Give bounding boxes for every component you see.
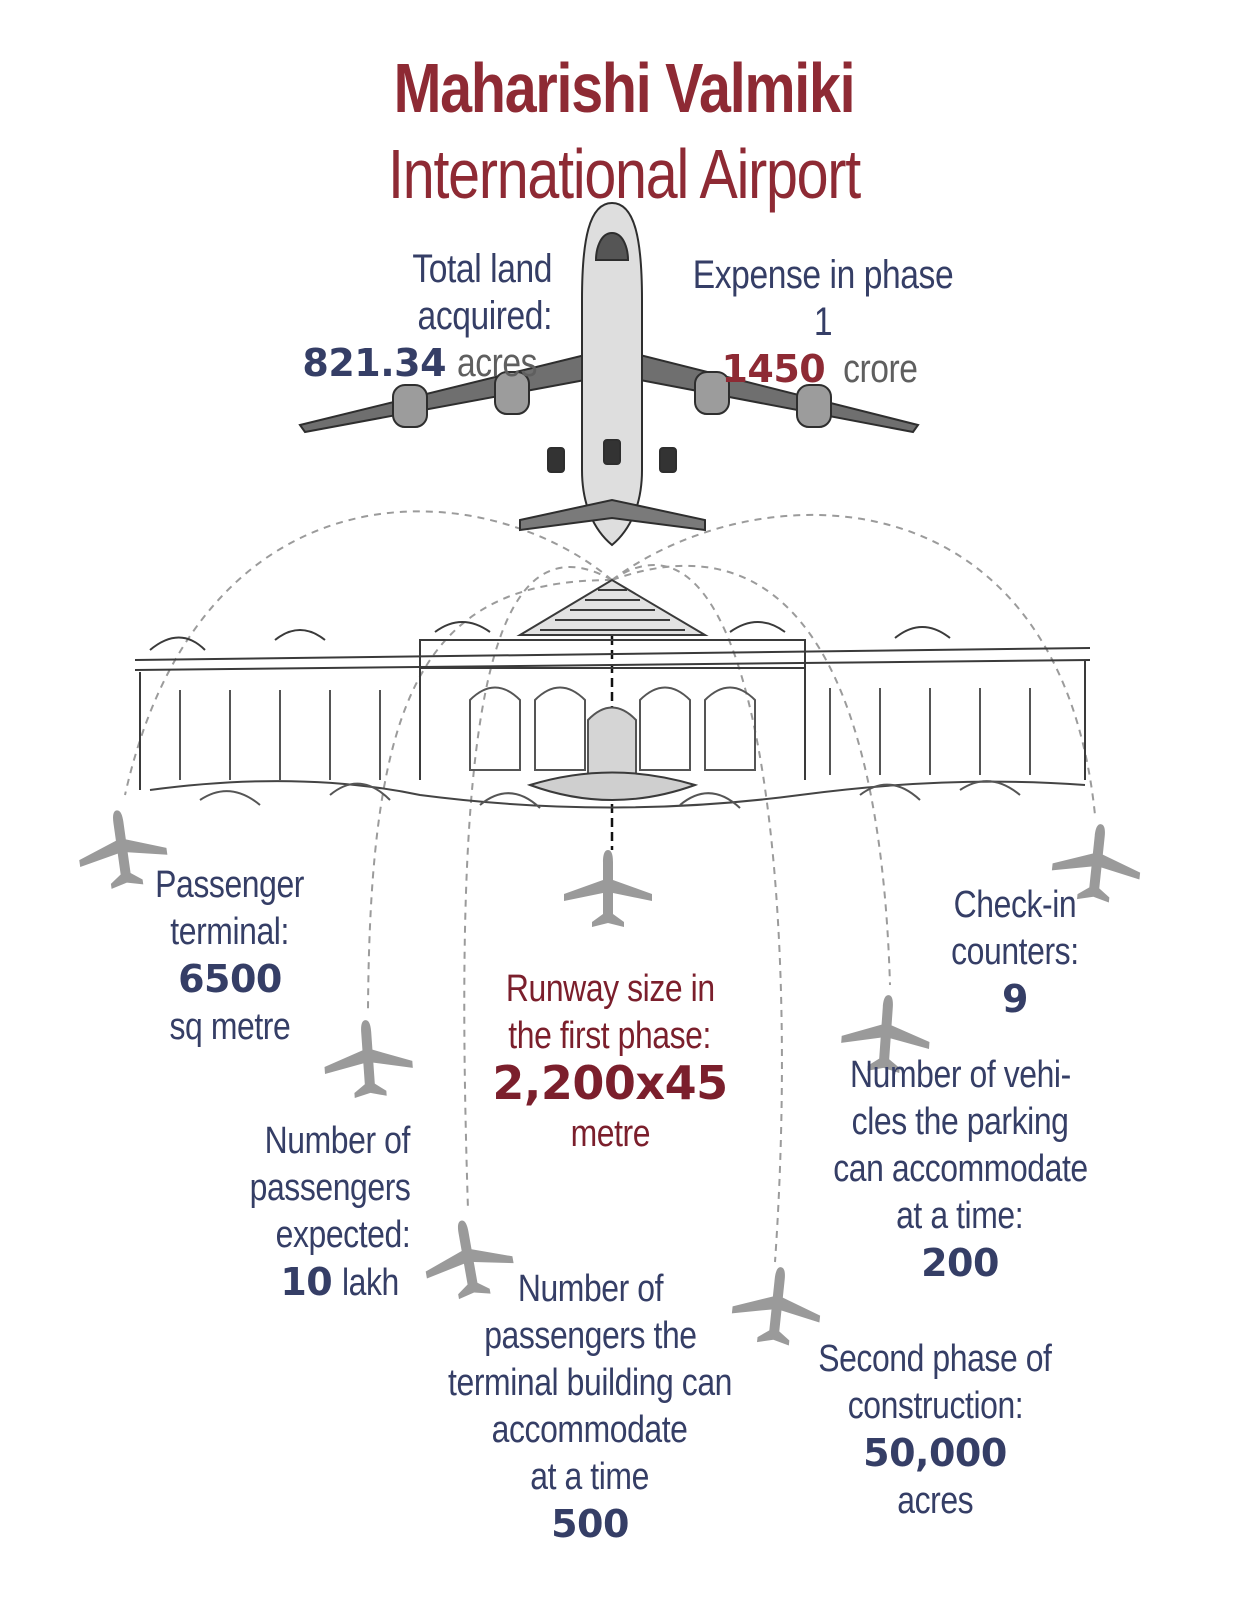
page-title-line2: International Airport [388, 135, 861, 213]
stat-terminal-label2: terminal: [170, 911, 290, 953]
stat-passengers-label2: passengers [249, 1167, 410, 1209]
stat-capacity-label3: terminal building can [448, 1362, 732, 1404]
stat-runway-unit: metre [570, 1113, 650, 1155]
stat-land: Total land acquired: 821.34 acres [232, 246, 552, 387]
stat-parking-label2: cles the parking [851, 1101, 1069, 1143]
stat-runway-value: 2,200x45 [492, 1056, 728, 1110]
stat-runway-label2: the first phase: [508, 1015, 712, 1057]
stat-capacity-label2: passengers the [483, 1315, 697, 1357]
stat-parking-label1: Number of vehi- [849, 1054, 1071, 1096]
stat-expense: Expense in phase 1 1450 crore [668, 252, 978, 393]
stat-passengers-label3: expected: [275, 1214, 410, 1256]
stat-parking-label3: can accommodate [832, 1148, 1088, 1190]
stat-passengers-unit: lakh [342, 1262, 400, 1304]
stat-second-unit: acres [897, 1480, 973, 1522]
stat-capacity-label4: accommodate [492, 1409, 688, 1451]
stat-runway-label1: Runway size in [505, 968, 715, 1010]
stat-expense-unit: crore [842, 347, 918, 391]
stat-parking-label4: at a time: [896, 1195, 1024, 1237]
stat-land-value: 821.34 [302, 341, 447, 385]
stat-passengers-label1: Number of [264, 1120, 411, 1162]
plane-icon [564, 850, 652, 927]
stat-checkin-label2: counters: [951, 931, 1079, 973]
stat-passengers-value: 10 [280, 1260, 333, 1304]
stat-terminal-label1: Passenger [155, 864, 305, 906]
terminal-building-sketch [134, 578, 1091, 809]
stat-second-phase: Second phase of construction: 50,000 acr… [790, 1336, 1080, 1525]
stat-land-unit: acres [456, 341, 537, 385]
stat-capacity-label1: Number of [517, 1268, 663, 1310]
stat-passengers: Number of passengers expected: 10 lakh [200, 1118, 410, 1307]
stat-terminal-value: 6500 [178, 957, 282, 1001]
page-title-line1: Maharishi Valmiki [393, 49, 856, 127]
stat-capacity: Number of passengers the terminal buildi… [415, 1266, 765, 1549]
stat-terminal: Passenger terminal: 6500 sq metre [120, 862, 340, 1051]
stat-parking: Number of vehi- cles the parking can acc… [800, 1052, 1120, 1288]
stat-second-value: 50,000 [863, 1431, 1007, 1475]
stat-terminal-unit: sq metre [169, 1006, 291, 1048]
stat-expense-label: Expense in phase 1 [692, 253, 954, 344]
stat-second-label1: Second phase of [818, 1338, 1052, 1380]
dashed-arcs [124, 510, 1096, 1263]
stat-capacity-value: 500 [551, 1502, 629, 1546]
stat-second-label2: construction: [847, 1385, 1023, 1427]
stat-checkin-label1: Check-in [953, 884, 1077, 926]
stat-capacity-label5: at a time [530, 1456, 650, 1498]
stat-land-label: Total land acquired: [412, 247, 552, 338]
stat-checkin-value: 9 [1002, 977, 1028, 1021]
stat-parking-value: 200 [921, 1241, 999, 1285]
stat-runway: Runway size in the first phase: 2,200x45… [455, 966, 765, 1158]
stat-expense-value: 1450 [721, 347, 826, 391]
stat-checkin: Check-in counters: 9 [915, 882, 1115, 1024]
airplane-sketch [298, 201, 920, 547]
